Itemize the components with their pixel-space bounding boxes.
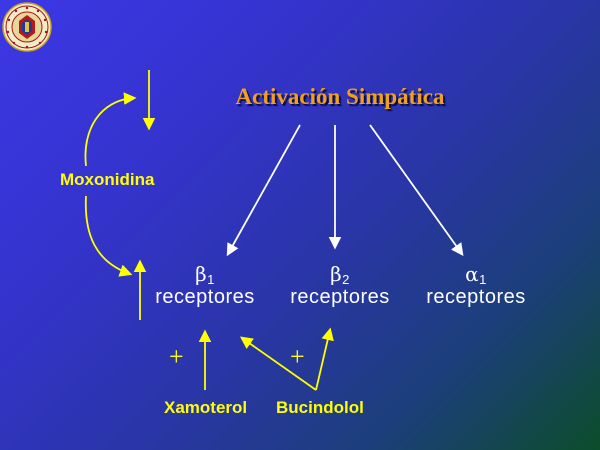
receptor-beta1: β1 receptores	[140, 262, 270, 308]
curve-moxonidina-to-top	[84, 92, 137, 167]
moxonidina-label: Moxonidina	[60, 170, 155, 189]
plus-sign-xamoterol: +	[169, 342, 184, 371]
university-seal-logo	[2, 2, 52, 52]
slide-title: Activación Simpática	[235, 84, 445, 109]
receptor-alpha1-label: receptores	[426, 286, 526, 308]
receptor-alpha1: α1 receptores	[411, 262, 541, 308]
arrow-to-alpha1	[369, 124, 464, 257]
receptor-beta2-label: receptores	[290, 286, 390, 308]
receptor-alpha1-symbol: α1	[465, 262, 487, 287]
receptor-beta2-symbol: β2	[330, 262, 350, 287]
plus-sign-bucindolol: +	[290, 342, 305, 371]
arrow-bucindolol-to-beta1	[239, 336, 317, 391]
arrow-bucindolol-to-beta2	[315, 327, 334, 391]
receptor-beta2: β2 receptores	[275, 262, 405, 308]
receptor-beta1-label: receptores	[155, 286, 255, 308]
receptor-beta1-symbol: β1	[195, 262, 215, 287]
arrow-to-beta1	[226, 124, 301, 257]
bucindolol-label: Bucindolol	[276, 398, 364, 417]
xamoterol-label: Xamoterol	[164, 398, 248, 417]
curve-moxonidina-to-bottom	[84, 195, 133, 277]
